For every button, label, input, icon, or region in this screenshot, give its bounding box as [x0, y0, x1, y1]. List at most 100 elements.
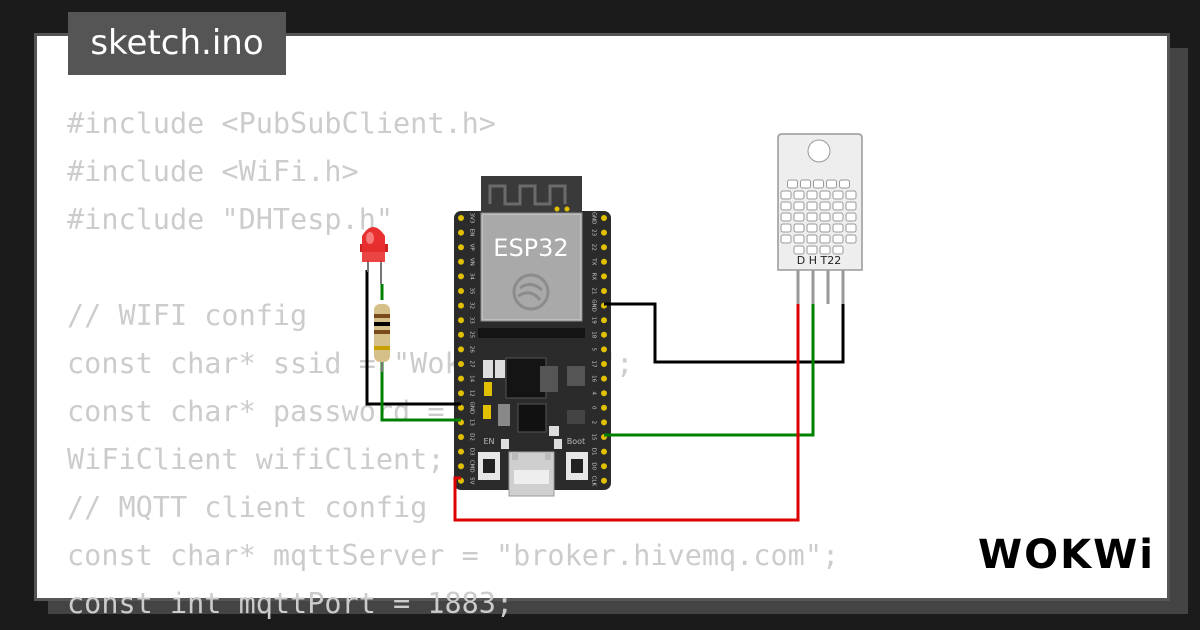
pin[interactable] — [458, 258, 464, 265]
pin[interactable] — [458, 215, 464, 221]
pin-label: EN — [469, 229, 475, 237]
dht22-sensor[interactable]: D H T22 — [777, 133, 863, 304]
resistor[interactable] — [374, 284, 390, 372]
code-line: // WIFI config — [67, 299, 308, 332]
pin-label: 15 — [591, 434, 597, 441]
resistor-wire[interactable] — [380, 360, 461, 422]
pin[interactable] — [601, 375, 607, 382]
sensor-label: D H T22 — [797, 254, 841, 267]
pin[interactable] — [601, 477, 607, 484]
pin-label: 17 — [591, 361, 597, 368]
pin[interactable] — [601, 244, 607, 251]
sensor-vent — [819, 245, 831, 255]
pin[interactable] — [601, 448, 607, 455]
pin[interactable] — [458, 404, 464, 411]
sensor-vent — [819, 212, 831, 222]
pin[interactable] — [601, 346, 607, 353]
pin-label: 0 — [591, 406, 597, 410]
sensor-vent — [793, 212, 805, 222]
pin[interactable] — [458, 346, 464, 353]
pin-label: 32 — [469, 302, 475, 309]
usb-port — [508, 451, 555, 497]
pin[interactable] — [601, 229, 607, 236]
pin-label: TX — [591, 257, 597, 265]
pin-label: 25 — [469, 331, 475, 338]
pin[interactable] — [458, 448, 464, 455]
pin[interactable] — [458, 375, 464, 382]
power-wire[interactable] — [453, 302, 800, 522]
pin[interactable] — [458, 273, 464, 280]
sensor-vent — [806, 223, 818, 233]
data-wire[interactable] — [604, 302, 815, 437]
pin[interactable] — [458, 229, 464, 236]
sensor-vent — [845, 201, 857, 211]
pin[interactable] — [601, 390, 607, 397]
code-line: // MQTT client config — [67, 491, 428, 524]
pin-label: VN — [469, 258, 475, 266]
antenna — [481, 176, 582, 218]
pin[interactable] — [458, 302, 464, 309]
code-line: const char* mqttServer = "broker.hivemq.… — [67, 539, 840, 572]
pin-label: 33 — [469, 317, 475, 324]
pin[interactable] — [601, 463, 607, 470]
code-line: const int mqttPort = 1883; — [67, 587, 514, 620]
pin[interactable] — [458, 463, 464, 470]
sensor-vent — [806, 245, 818, 255]
en-label: EN — [483, 437, 494, 446]
sensor-vent — [780, 201, 792, 211]
pin[interactable] — [601, 331, 607, 338]
pin-label: 16 — [591, 375, 597, 382]
sensor-vent — [832, 212, 844, 222]
sensor-vent — [832, 201, 844, 211]
sensor-vent — [806, 234, 818, 244]
pin[interactable] — [458, 331, 464, 338]
sensor-vent — [819, 190, 831, 200]
wokwi-logo: WOKWi — [978, 532, 1152, 578]
pin[interactable] — [458, 434, 464, 440]
pin[interactable] — [458, 361, 464, 367]
pin[interactable] — [458, 317, 464, 324]
sensor-vent — [806, 201, 818, 211]
pin[interactable] — [601, 317, 607, 324]
pin[interactable] — [601, 273, 607, 280]
sensor-vent — [793, 234, 805, 244]
pin[interactable] — [601, 419, 607, 426]
sensor-vent — [819, 234, 831, 244]
pin[interactable] — [601, 404, 607, 411]
pin-label: D3 — [469, 448, 475, 456]
pin-label: 13 — [469, 419, 475, 426]
pin[interactable] — [601, 288, 607, 294]
sensor-vent — [813, 179, 824, 189]
en-button[interactable] — [478, 452, 500, 480]
sensor-vent — [793, 245, 805, 255]
pin-label: 3V3 — [469, 213, 475, 224]
pin[interactable] — [458, 288, 464, 294]
gnd-wire[interactable] — [604, 302, 845, 364]
esp32-board[interactable]: ESP32 EN Boot — [454, 176, 611, 497]
sensor-vent — [845, 212, 857, 222]
pin-label: 14 — [469, 375, 475, 382]
pin-label: 5V — [469, 477, 475, 484]
code-line: #include <WiFi.h> — [67, 155, 359, 188]
pin-label: D2 — [469, 433, 475, 441]
pin[interactable] — [458, 390, 464, 397]
red-led[interactable] — [360, 227, 388, 284]
sensor-vent — [832, 190, 844, 200]
boot-button[interactable] — [566, 452, 588, 480]
led-cathode-wire[interactable] — [365, 270, 461, 406]
espressif-icon — [512, 273, 550, 311]
file-tab[interactable]: sketch.ino — [68, 12, 286, 75]
sensor-vent — [787, 179, 798, 189]
pin[interactable] — [601, 215, 607, 221]
pin-label: GND — [469, 401, 475, 414]
pin-label: GND — [591, 212, 597, 225]
sensor-vent — [819, 201, 831, 211]
pin-label: 2 — [591, 421, 597, 425]
pin[interactable] — [601, 361, 607, 367]
pin-label: CMD — [469, 460, 475, 473]
sensor-vent — [826, 179, 837, 189]
pin-label: 5 — [591, 348, 597, 352]
pin[interactable] — [601, 258, 607, 265]
pin[interactable] — [458, 244, 464, 251]
